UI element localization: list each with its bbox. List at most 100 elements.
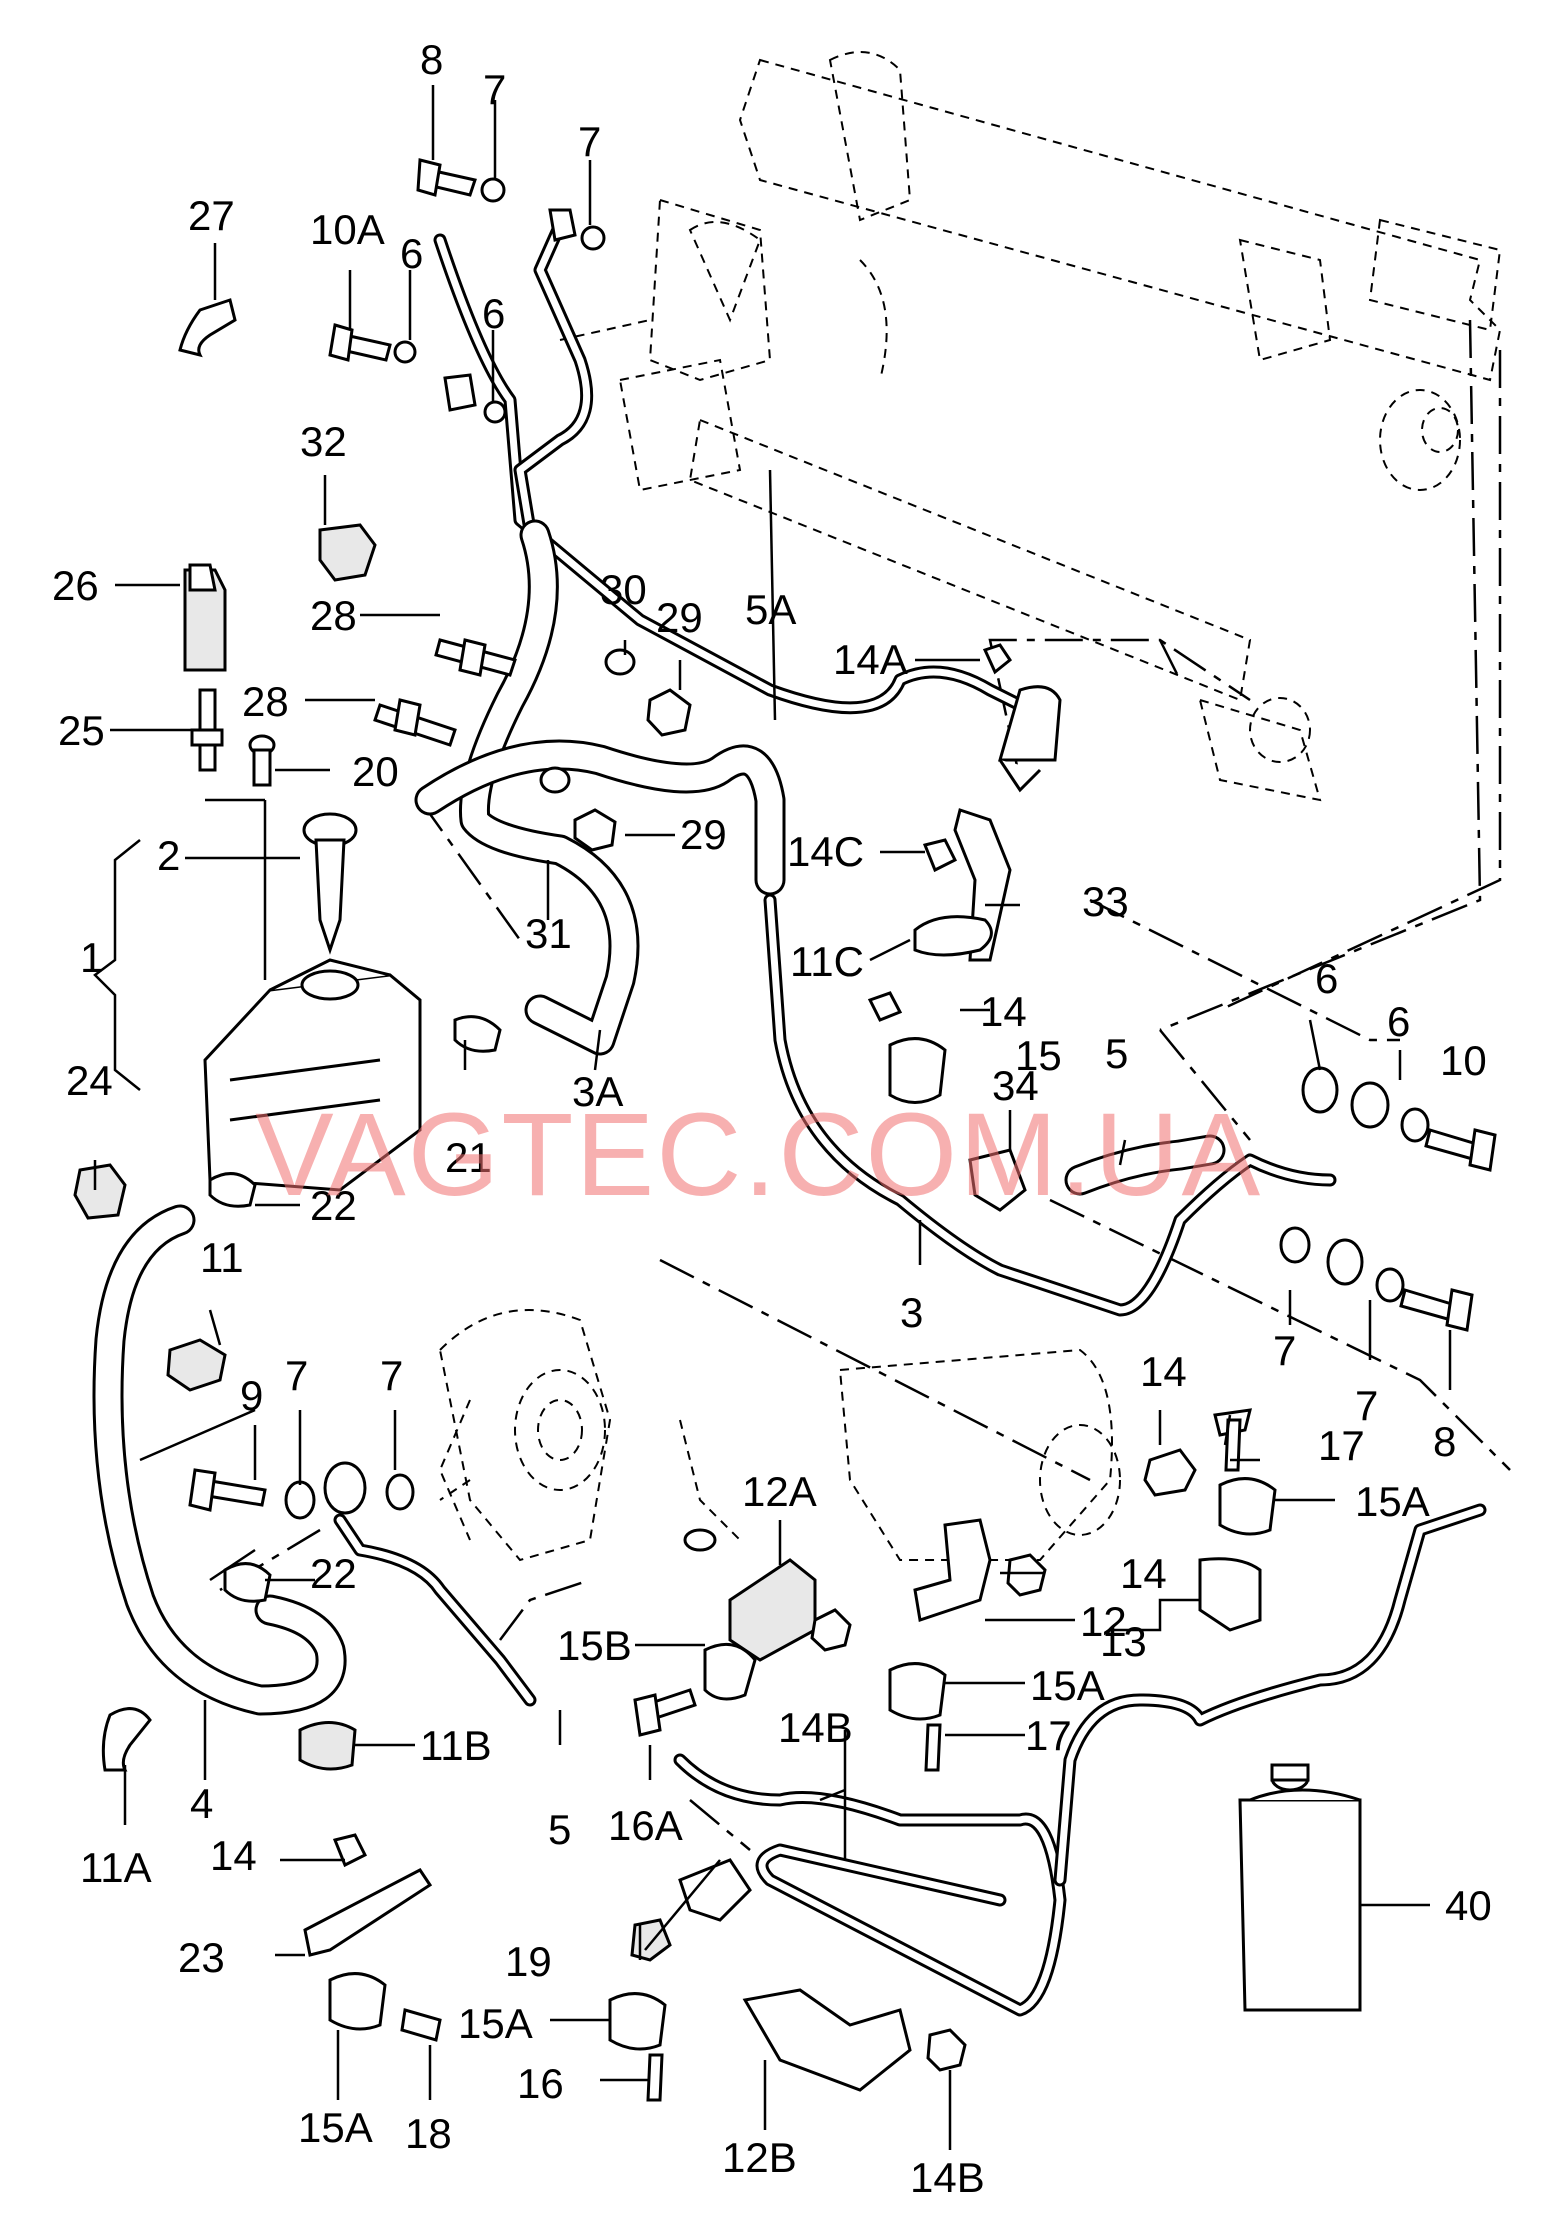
callout-14b: 14B <box>910 2154 985 2201</box>
callout-23: 23 <box>178 1934 225 1981</box>
callout-22: 22 <box>310 1182 357 1229</box>
callout-15a: 15A <box>1030 1662 1105 1709</box>
bracket-12B <box>742 1988 967 2092</box>
nut-11 <box>166 1338 227 1392</box>
stud-28-upper <box>434 638 517 677</box>
callout-29: 29 <box>680 811 727 858</box>
cooler-outline <box>679 1348 1121 1561</box>
pressure-line-upper <box>513 218 594 537</box>
callout-7: 7 <box>285 1352 308 1399</box>
clamp-22-lower <box>223 1562 272 1603</box>
bolt-8-right <box>1279 1226 1474 1332</box>
callout-14c: 14C <box>787 828 864 875</box>
pressure-hose-5 <box>1064 1134 1226 1196</box>
callout-28: 28 <box>242 678 289 725</box>
clamp-24 <box>73 1163 127 1220</box>
callout-25: 25 <box>58 707 105 754</box>
bracket-13 <box>1143 1448 1262 1632</box>
clamp-15A-lower <box>328 1972 442 2042</box>
return-line-3 <box>414 739 1337 1317</box>
callout-21: 21 <box>445 1134 492 1181</box>
callout-16: 16 <box>517 2060 564 2107</box>
callout-29: 29 <box>656 594 703 641</box>
callout-3: 3 <box>900 1289 923 1336</box>
clamp-21 <box>453 1015 502 1053</box>
callout-12a: 12A <box>742 1468 817 1515</box>
callout-15a: 15A <box>298 2104 373 2151</box>
callout-7: 7 <box>1273 1327 1296 1374</box>
callout-3a: 3A <box>572 1068 623 1115</box>
callout-26: 26 <box>52 562 99 609</box>
clamp-15A-right <box>1213 1408 1277 1536</box>
bracket-12 <box>913 1518 1047 1622</box>
clip-32 <box>318 523 377 582</box>
bolt-25 <box>190 688 224 772</box>
callout-10a: 10A <box>310 206 385 253</box>
callout-20: 20 <box>352 748 399 795</box>
callout-15b: 15B <box>557 1622 632 1669</box>
callout-31: 31 <box>525 910 572 957</box>
callout-27: 27 <box>188 192 235 239</box>
stud-28-lower <box>373 698 457 747</box>
bolt-20 <box>248 734 276 787</box>
callout-10: 10 <box>1440 1037 1487 1084</box>
watermark-text: VAGTEC.COM.UA <box>255 1089 1262 1221</box>
callout-15a: 15A <box>1355 1478 1430 1525</box>
callout-11: 11 <box>200 1234 244 1281</box>
callout-2: 2 <box>157 832 180 879</box>
callout-15a: 15A <box>458 2000 533 2047</box>
sensor-26 <box>183 563 227 672</box>
clamp-15B <box>633 1642 757 1737</box>
callout-11a: 11A <box>80 1844 152 1891</box>
clip-11A <box>101 1707 152 1772</box>
return-hose-3A <box>458 519 640 1056</box>
callout-7: 7 <box>578 118 601 165</box>
callout-34: 34 <box>992 1062 1039 1109</box>
bracket-14A <box>982 643 1062 793</box>
clamp-15 <box>867 991 947 1104</box>
callout-12: 12 <box>1080 1598 1127 1645</box>
leader-lines <box>93 85 1452 2150</box>
callout-16a: 16A <box>608 1802 683 1849</box>
callout-18: 18 <box>405 2110 452 2157</box>
callout-28: 28 <box>310 592 357 639</box>
callout-17: 17 <box>1318 1422 1365 1469</box>
bracket-33 <box>913 808 1012 962</box>
callout-14: 14 <box>1140 1348 1187 1395</box>
callout-7: 7 <box>380 1352 403 1399</box>
pressure-line-5A <box>433 233 1057 727</box>
callout-labels: 8 7 7 27 10A 6 6 32 26 28 30 29 5A 14A 2… <box>52 36 1492 2201</box>
fluid-can-40 <box>1238 1763 1362 2012</box>
callout-17: 17 <box>1025 1712 1072 1759</box>
bracket-23 <box>303 1833 433 1957</box>
clip-27 <box>178 298 237 358</box>
callout-5: 5 <box>548 1806 571 1853</box>
callout-32: 32 <box>300 418 347 465</box>
dipstick-cap-2 <box>302 812 358 955</box>
callout-6: 6 <box>1387 998 1410 1045</box>
feed-hose-4 <box>92 1204 347 1716</box>
pressure-line-lower <box>333 1503 1487 2017</box>
callout-14: 14 <box>980 988 1027 1035</box>
callout-8: 8 <box>1433 1418 1456 1465</box>
pump-outline <box>438 1309 612 1562</box>
callout-1: 1 <box>80 934 103 981</box>
callout-15: 15 <box>1015 1032 1062 1079</box>
callout-6: 6 <box>1315 955 1338 1002</box>
bolt-10-right <box>1301 1066 1497 1172</box>
callout-12b: 12B <box>722 2134 797 2181</box>
callout-13: 13 <box>1100 1618 1147 1665</box>
callout-24: 24 <box>66 1057 113 1104</box>
clamp-15A-bottom <box>608 1918 672 2102</box>
callout-22: 22 <box>310 1550 357 1597</box>
callout-7: 7 <box>483 66 506 113</box>
callout-6: 6 <box>400 230 423 277</box>
callout-14: 14 <box>210 1832 257 1879</box>
callout-40: 40 <box>1445 1882 1492 1929</box>
bolt-10A <box>328 323 507 424</box>
assembly-lines <box>219 319 1511 1851</box>
bracket-19-side <box>678 1858 752 1922</box>
callout-11c: 11C <box>790 938 864 985</box>
callout-4: 4 <box>190 1780 213 1827</box>
